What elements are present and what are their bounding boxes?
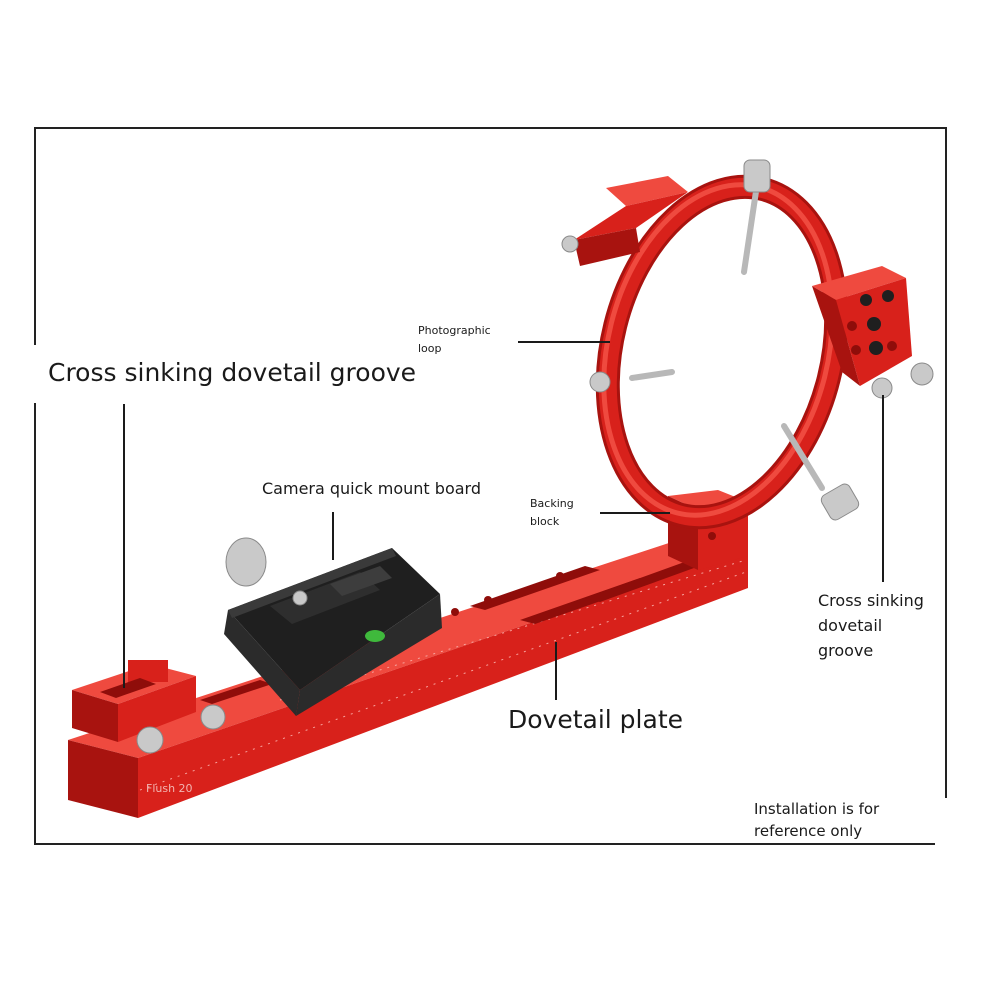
label-camera-mount: Camera quick mount board	[262, 479, 481, 498]
label-cross-groove-right: Cross sinking dovetail groove	[818, 591, 924, 660]
leader-lines	[123, 341, 884, 700]
label-photographic-loop: Photographic loop	[418, 324, 491, 355]
label-dovetail-plate: Dovetail plate	[508, 705, 683, 734]
camera-quick-mount	[224, 537, 442, 716]
installation-note: Installation is for reference only	[754, 800, 880, 840]
right-dovetail-block	[812, 266, 934, 399]
ring-top-dovetail	[561, 176, 688, 266]
diagram-frame	[34, 127, 947, 845]
left-dovetail-block	[72, 660, 226, 754]
plate-slots	[200, 536, 714, 704]
ring-adjustment-screws	[589, 159, 860, 521]
label-backing-block: Backing block	[530, 497, 574, 528]
label-cross-groove-left: Cross sinking dovetail groove	[48, 358, 417, 387]
plate-marking: Flush 20	[146, 782, 193, 795]
